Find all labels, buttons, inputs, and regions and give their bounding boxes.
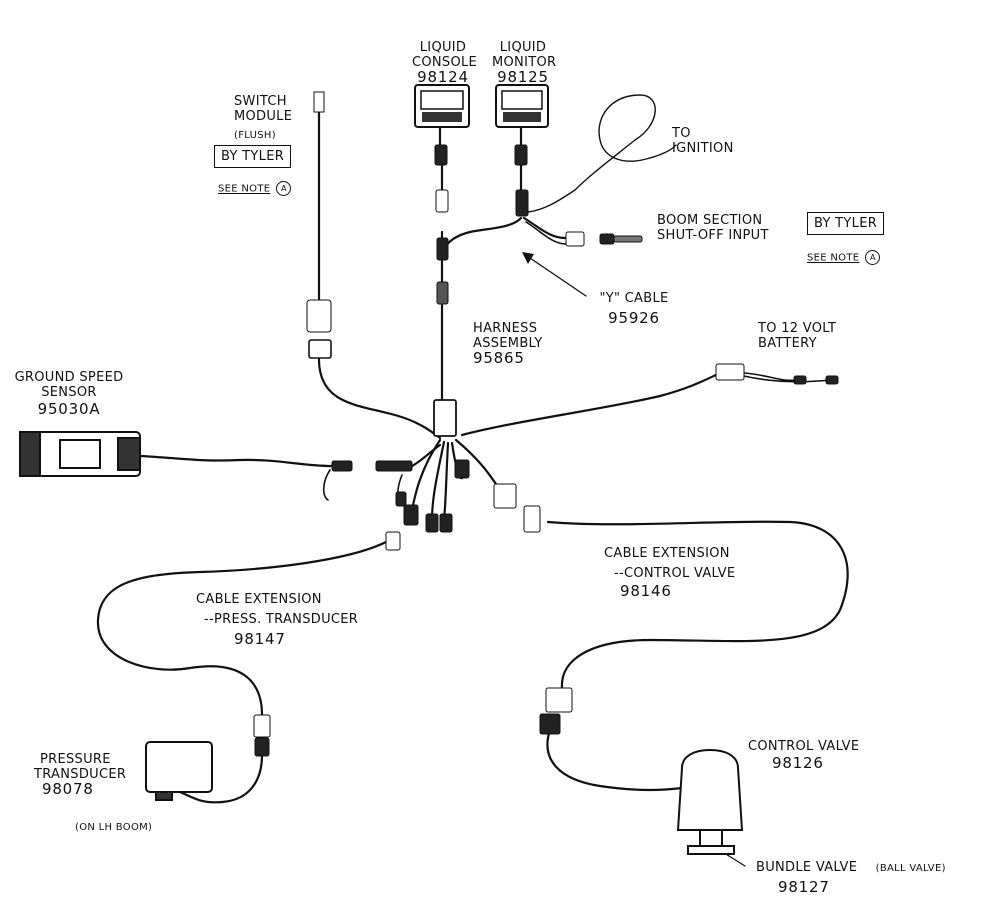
monitor-connector xyxy=(514,144,528,166)
cable-ext-press-transducer-label: CABLE EXTENSION --PRESS. TRANSDUCER 9814… xyxy=(196,592,358,647)
bundle-valve-type: (BALL VALVE) xyxy=(875,863,946,874)
gss-part: 95030A xyxy=(37,400,101,418)
ignition-lead xyxy=(527,94,677,213)
cept-line-1: CABLE EXTENSION xyxy=(196,592,322,607)
harness-hub xyxy=(433,399,457,437)
switch-module-label: SWITCH MODULE xyxy=(234,94,292,124)
pt-name-1: PRESSURE xyxy=(40,752,111,767)
control-valve-label: CONTROL VALVE 98126 xyxy=(748,739,859,771)
harness-assembly-label: HARNESS ASSEMBLY 95865 xyxy=(473,321,543,366)
cecv-line-1: CABLE EXTENSION xyxy=(604,546,730,561)
gss-name-2: SENSOR xyxy=(41,385,97,400)
boom-section-connector xyxy=(565,231,585,247)
pt-name-2: TRANSDUCER xyxy=(34,767,127,782)
pressure-transducer-label: PRESSURE TRANSDUCER 98078 xyxy=(34,752,126,798)
battery-line-2: BATTERY xyxy=(758,336,817,351)
battery-label: TO 12 VOLT BATTERY xyxy=(758,321,836,351)
cable-ext-control-valve-label: CABLE EXTENSION --CONTROL VALVE 98146 xyxy=(604,546,735,599)
boom-section-line-1: BOOM SECTION xyxy=(657,213,763,228)
to-ignition-label: TO IGNITION xyxy=(672,126,734,156)
switch-module-icon-rect xyxy=(313,91,325,113)
bundle-valve-part: 98127 xyxy=(778,878,830,896)
speed-sensor-pigtail xyxy=(322,469,331,501)
pressure-transducer-location: (ON LH BOOM) xyxy=(75,822,153,833)
y-cable-part: 95926 xyxy=(608,309,660,327)
ground-speed-sensor-device xyxy=(19,431,141,477)
cept-part: 98147 xyxy=(234,630,286,648)
speed-to-hub-cable xyxy=(410,443,442,468)
y-cable-branch xyxy=(444,216,523,248)
battery-leads xyxy=(743,372,831,383)
control-valve-part: 98126 xyxy=(772,754,824,772)
ground-speed-sensor-label: GROUND SPEED SENSOR 95030A xyxy=(4,370,134,417)
liquid-monitor-label: LIQUID MONITOR 98125 xyxy=(492,40,557,86)
cv-harness-connector xyxy=(493,483,517,509)
boom-section-see-note-text: SEE NOTE xyxy=(807,252,860,264)
liquid-monitor-part: 98125 xyxy=(497,68,549,86)
transducer-pigtail xyxy=(178,753,264,804)
switch-module-name-2: MODULE xyxy=(234,109,293,124)
liquid-monitor-name-1: LIQUID xyxy=(499,40,547,55)
liquid-console-part: 98124 xyxy=(417,68,469,86)
liquid-console-name-1: LIQUID xyxy=(419,40,467,55)
switch-to-hub-cable xyxy=(317,356,442,440)
pt-part: 98078 xyxy=(42,780,94,798)
speed-sensor-cable xyxy=(138,454,334,468)
pressure-transducer-device xyxy=(145,741,213,801)
control-valve-device xyxy=(676,748,744,855)
liquid-monitor-name-2: MONITOR xyxy=(492,55,557,70)
cept-line-2: --PRESS. TRANSDUCER xyxy=(204,612,359,627)
boom-input-cable xyxy=(522,216,567,240)
switch-connector xyxy=(306,299,332,333)
boom-input-cable-2 xyxy=(525,221,567,245)
switch-module-supplier-box: BY TYLER xyxy=(214,145,292,168)
switch-module-name-1: SWITCH xyxy=(234,94,287,109)
bundle-valve-name: BUNDLE VALVE xyxy=(756,860,858,875)
control-valve-name: CONTROL VALVE xyxy=(748,739,860,754)
harness-part: 95865 xyxy=(473,349,525,367)
boom-section-line-2: SHUT-OFF INPUT xyxy=(657,228,769,243)
boom-section-supplier-box: BY TYLER xyxy=(807,212,885,235)
battery-line-1: TO 12 VOLT xyxy=(758,321,837,336)
switch-module-see-note: SEE NOTE A xyxy=(218,181,292,197)
press-transducer-cable xyxy=(96,540,388,717)
y-cable-leader xyxy=(529,257,587,297)
gss-name-1: GROUND SPEED xyxy=(14,370,124,385)
to-ignition-line-1: TO xyxy=(672,126,691,141)
switch-module-flush: (FLUSH) xyxy=(234,130,276,141)
note-a-icon-2: A xyxy=(865,250,881,265)
harness-name-2: ASSEMBLY xyxy=(473,336,543,351)
battery-cable xyxy=(460,372,720,437)
y-cable-label: "Y" CABLE 95926 xyxy=(574,291,694,326)
switch-module-see-note-text: SEE NOTE xyxy=(218,183,271,195)
liquid-console-label: LIQUID CONSOLE 98124 xyxy=(412,40,478,86)
console-connector xyxy=(434,144,448,166)
cecv-part: 98146 xyxy=(620,582,672,600)
bundle-valve-label: BUNDLE VALVE (BALL VALVE) 98127 xyxy=(756,860,946,895)
y-cable-name: "Y" CABLE xyxy=(599,291,669,306)
valve-pigtail xyxy=(546,728,684,792)
to-ignition-line-2: IGNITION xyxy=(672,141,734,156)
harness-name-1: HARNESS xyxy=(473,321,538,336)
boom-section-see-note: SEE NOTE A xyxy=(807,250,881,266)
liquid-console-name-2: CONSOLE xyxy=(412,55,478,70)
note-a-icon: A xyxy=(276,181,292,196)
control-valve-cable xyxy=(546,520,849,690)
boom-section-label: BOOM SECTION SHUT-OFF INPUT xyxy=(657,213,769,243)
cecv-line-2: --CONTROL VALVE xyxy=(614,566,736,581)
